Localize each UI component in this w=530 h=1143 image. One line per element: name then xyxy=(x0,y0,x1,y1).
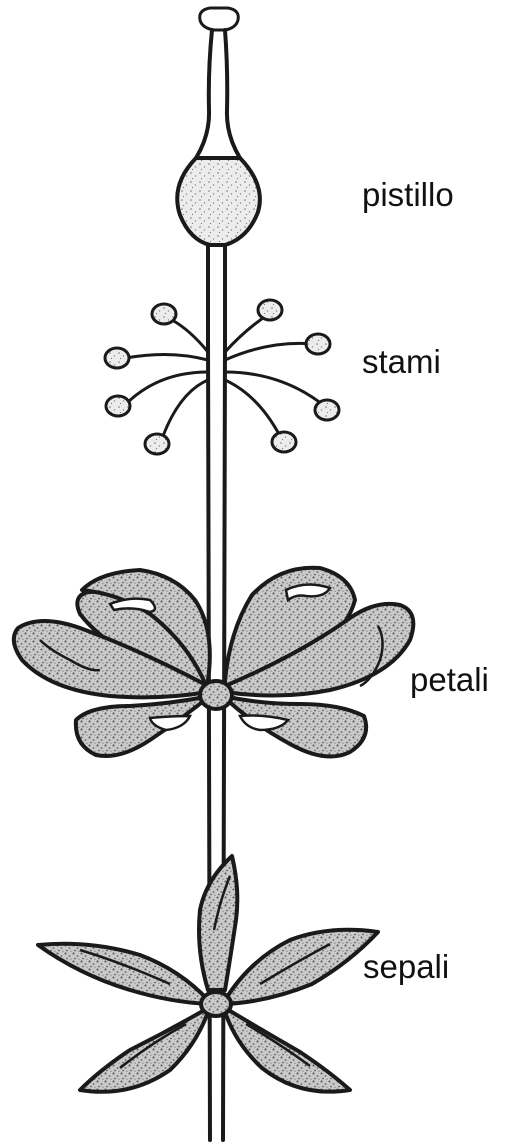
anther xyxy=(106,396,130,416)
sepal xyxy=(199,856,237,990)
anther xyxy=(306,334,330,354)
anther xyxy=(258,300,282,320)
sepal-receptacle xyxy=(201,992,231,1016)
pistil-style xyxy=(196,30,212,158)
petal xyxy=(76,696,210,756)
pistil xyxy=(177,8,260,345)
anther xyxy=(145,434,169,454)
petal xyxy=(223,696,366,757)
stamens xyxy=(105,300,339,454)
label-stami: stami xyxy=(362,345,441,378)
pistil-stigma xyxy=(200,8,239,30)
petals xyxy=(14,568,414,757)
sepal xyxy=(225,930,378,1004)
pistil-ovary xyxy=(177,158,260,245)
sepal xyxy=(38,944,208,1004)
anther xyxy=(105,348,129,368)
label-sepali: sepali xyxy=(363,950,449,983)
label-pistillo: pistillo xyxy=(362,178,454,211)
anther xyxy=(315,400,339,420)
anther xyxy=(152,304,176,324)
petal-receptacle xyxy=(200,681,232,709)
label-petali: petali xyxy=(410,663,489,696)
stem xyxy=(208,340,225,1140)
anther xyxy=(272,432,296,452)
